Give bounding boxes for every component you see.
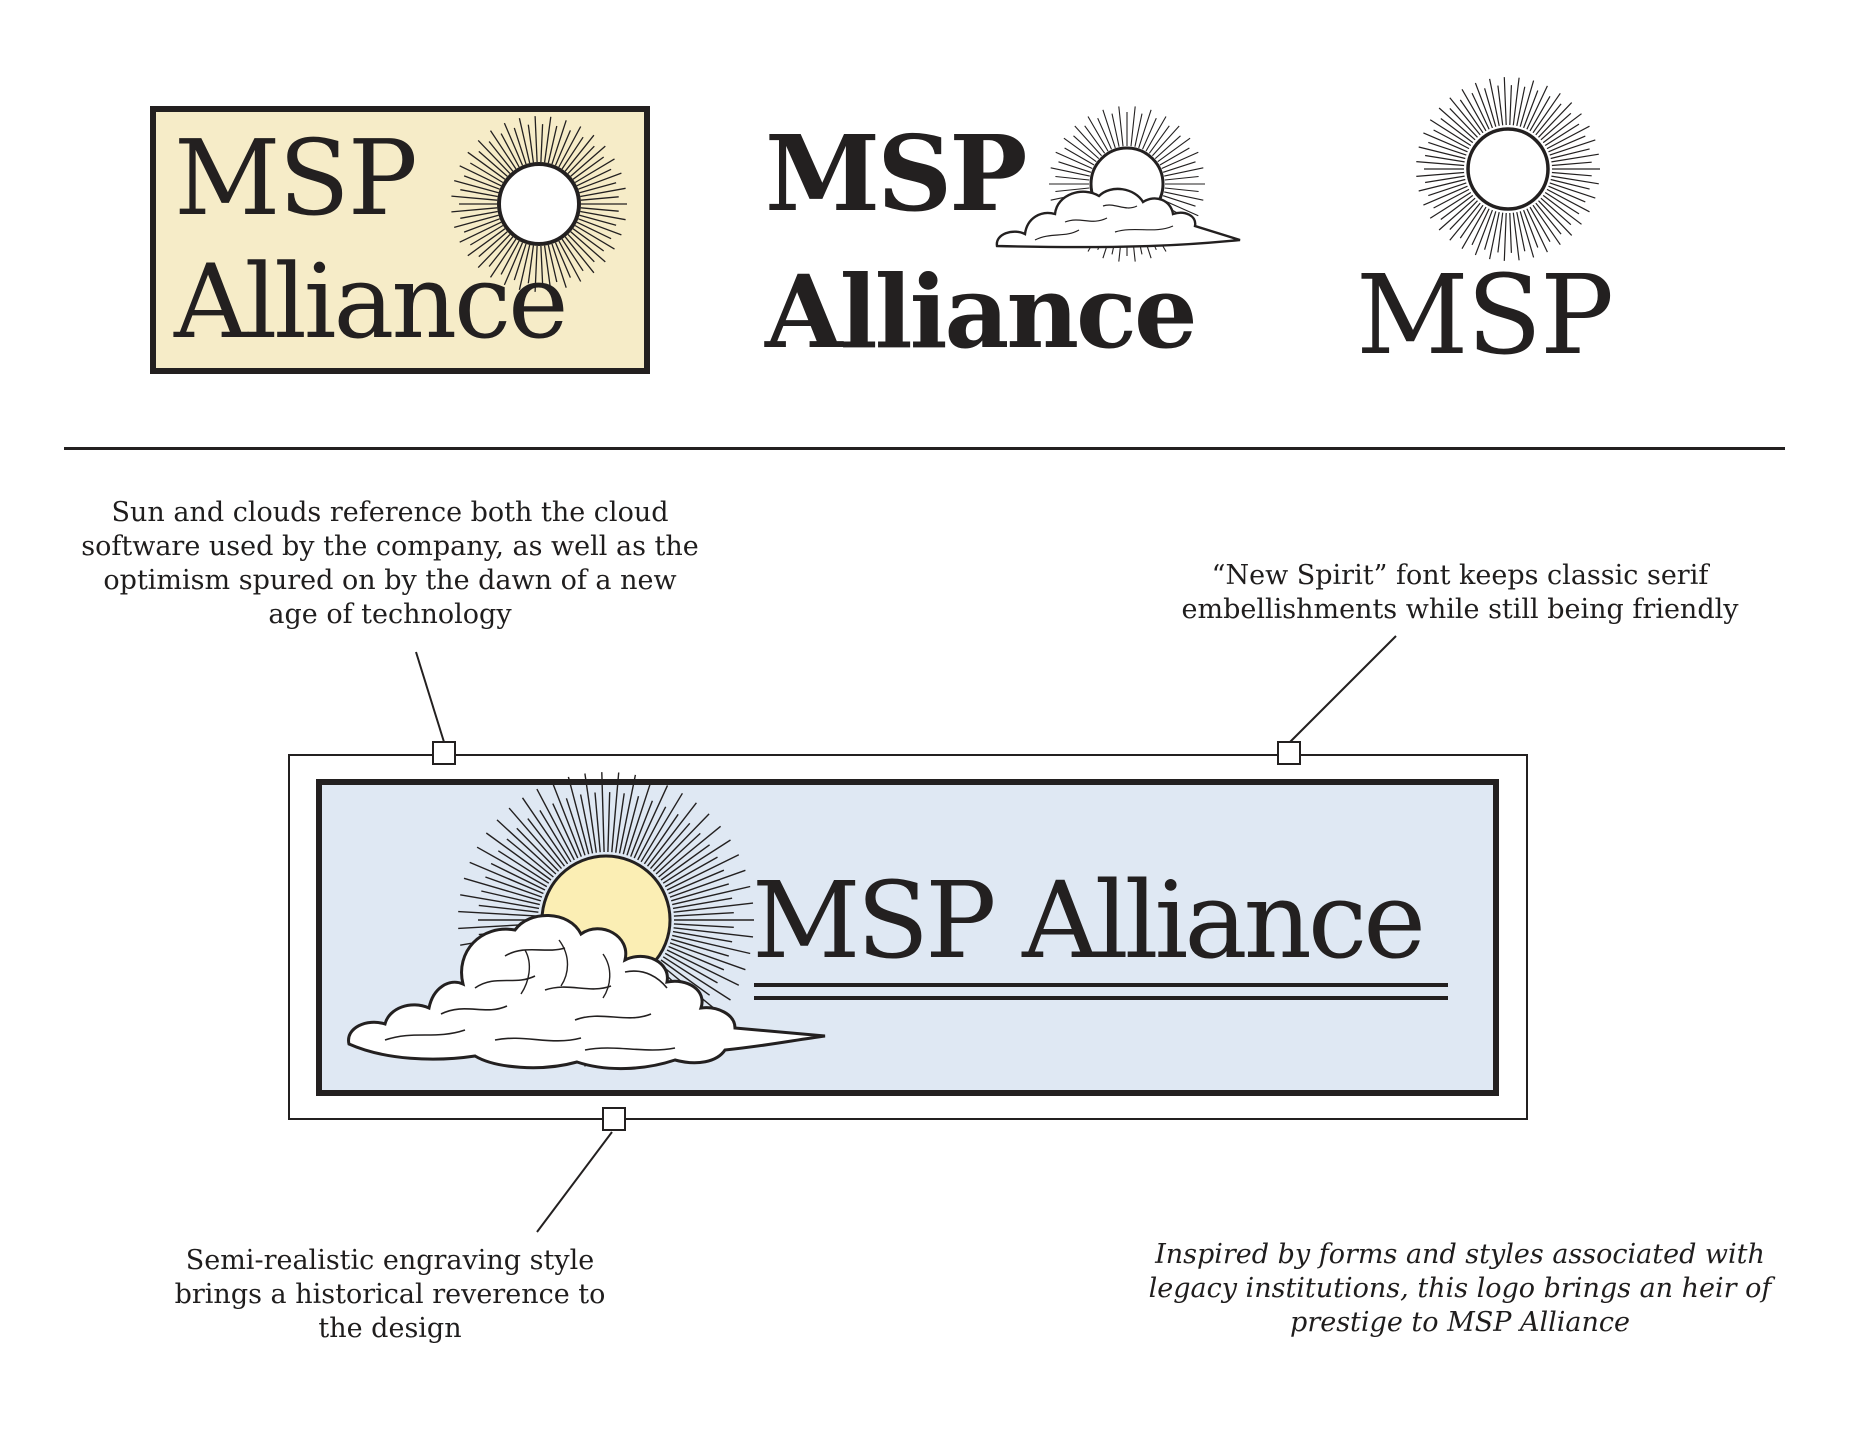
banner-logo-text: MSP Alliance (752, 859, 1426, 982)
sun-icon (451, 116, 627, 292)
banner-underline-top (754, 983, 1448, 987)
cloud-icon (347, 914, 826, 1071)
callout-marker-icon (1277, 741, 1301, 765)
bold-logo-line2: Alliance (765, 253, 1198, 371)
callout-marker-icon (432, 741, 456, 765)
annotation-sun-clouds: Sun and clouds reference both the cloud … (81, 497, 699, 630)
sun-mark-icon (1416, 77, 1600, 261)
boxed-logo-line1: MSP (174, 117, 418, 239)
annotation-summary: Inspired by forms and styles associated … (1148, 1239, 1772, 1338)
mark-logo-text: MSP (1356, 251, 1614, 379)
callout-marker-icon (602, 1107, 626, 1131)
sun-cloud-icon (995, 106, 1241, 262)
annotation-engraving: Semi-realistic engraving style brings a … (174, 1245, 606, 1344)
annotation-font: “New Spirit” font keeps classic serif em… (1181, 560, 1739, 625)
boxed-logo: MSP Alliance (150, 106, 650, 374)
bold-logo-line1: MSP (765, 112, 1027, 235)
banner-underline-bottom (754, 996, 1448, 1000)
section-divider (64, 447, 1785, 450)
boxed-logo-line2: Alliance (174, 243, 569, 362)
